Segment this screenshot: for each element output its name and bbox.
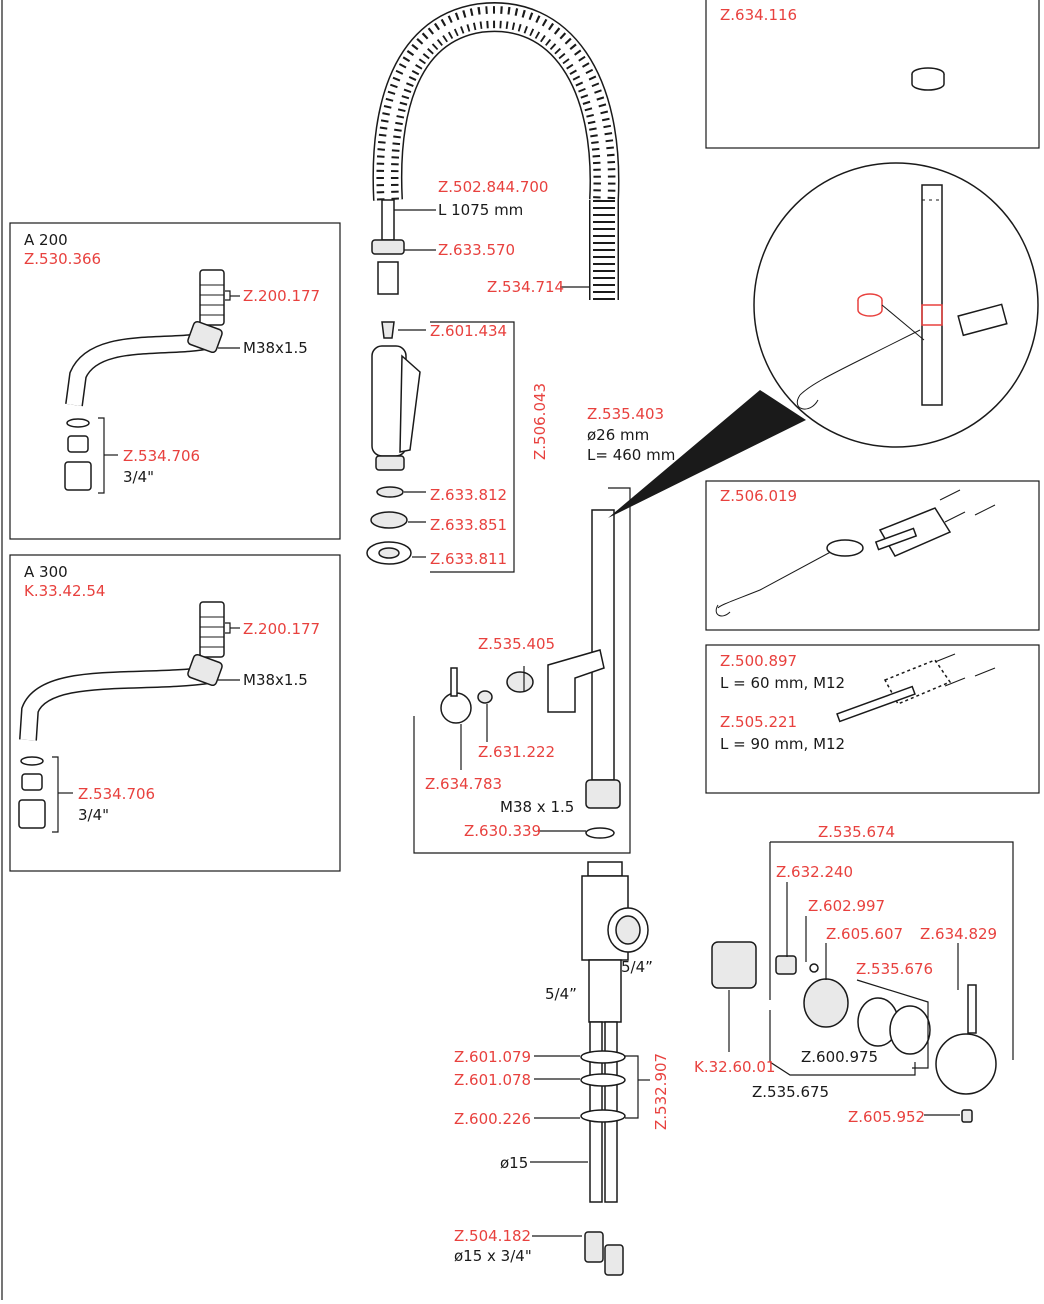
- label-k326001: K.32.60.01: [694, 1058, 775, 1076]
- label-m38-b: M38x1.5: [243, 671, 308, 689]
- label-z634116: Z.634.116: [720, 6, 797, 24]
- label-k334254: K.33.42.54: [24, 582, 105, 600]
- label-z535405: Z.535.405: [478, 635, 555, 653]
- box-a200: [9, 222, 341, 540]
- label-m38-c: M38 x 1.5: [500, 798, 574, 816]
- label-z601078: Z.601.078: [454, 1071, 531, 1089]
- label-l60: L = 60 mm, M12: [720, 674, 845, 692]
- box-a300: [9, 554, 341, 872]
- bracket-z506019: [715, 489, 996, 617]
- label-z535674: Z.535.674: [818, 823, 895, 841]
- label-z601434: Z.601.434: [430, 322, 507, 340]
- label-dim34-b: 3/4": [78, 806, 109, 824]
- spring-hose: [371, 2, 620, 300]
- label-z602997: Z.602.997: [808, 897, 885, 915]
- label-z505221: Z.505.221: [720, 713, 797, 731]
- box-z506019: [705, 480, 1040, 631]
- label-z633812: Z.633.812: [430, 486, 507, 504]
- labels: Z.634.116 Z.502.844.700 L 1075 mm Z.633.…: [24, 6, 997, 1265]
- spray-handle: [366, 321, 421, 565]
- box-z634116: [705, 0, 1040, 149]
- label-d26: ø26 mm: [587, 426, 649, 444]
- hose-nut: [371, 239, 405, 255]
- label-z633811: Z.633.811: [430, 550, 507, 568]
- hose-end: [381, 199, 395, 241]
- detail-magnifier: [608, 162, 1039, 518]
- label-a200: A 200: [24, 231, 68, 249]
- box-valve-group: [413, 487, 631, 854]
- label-z535403: Z.535.403: [587, 405, 664, 423]
- label-dim34-a: 3/4": [123, 468, 154, 486]
- label-z634783: Z.634.783: [425, 775, 502, 793]
- label-z535675: Z.535.675: [752, 1083, 829, 1101]
- spout-a200: [64, 269, 225, 491]
- label-z634829: Z.634.829: [920, 925, 997, 943]
- label-z600226: Z.600.226: [454, 1110, 531, 1128]
- cartridge-group: [711, 941, 997, 1123]
- label-l460: L= 460 mm: [587, 446, 675, 464]
- label-z506019: Z.506.019: [720, 487, 797, 505]
- label-d54-a: 5/4”: [621, 958, 653, 976]
- label-z605607: Z.605.607: [826, 925, 903, 943]
- label-z506043: Z.506.043: [531, 383, 549, 460]
- label-z535676: Z.535.676: [856, 960, 933, 978]
- label-z530366: Z.530.366: [24, 250, 101, 268]
- vertical-tube: [585, 509, 621, 839]
- label-z200177-a: Z.200.177: [243, 287, 320, 305]
- label-z504182: Z.504.182: [454, 1227, 531, 1245]
- label-z502844700: Z.502.844.700: [438, 178, 548, 196]
- label-d54-b: 5/4”: [545, 985, 577, 1003]
- label-m38-a: M38x1.5: [243, 339, 308, 357]
- label-z200177-b: Z.200.177: [243, 620, 320, 638]
- label-z633570: Z.633.570: [438, 241, 515, 259]
- label-l90: L = 90 mm, M12: [720, 735, 845, 753]
- label-d15x34: ø15 x 3/4": [454, 1247, 532, 1265]
- label-z632240: Z.632.240: [776, 863, 853, 881]
- leader-lines: [52, 209, 1014, 1237]
- label-z630339: Z.630.339: [464, 822, 541, 840]
- label-l1075: L 1075 mm: [438, 201, 523, 219]
- hose-connector: [377, 261, 399, 295]
- tee-body: [580, 861, 649, 1276]
- label-z605952: Z.605.952: [848, 1108, 925, 1126]
- box-z500897: [705, 644, 1040, 794]
- label-z532907: Z.532.907: [652, 1053, 670, 1130]
- label-z633851: Z.633.851: [430, 516, 507, 534]
- spout-a300: [18, 601, 225, 829]
- bracket-z500897: [836, 653, 996, 723]
- label-z534706-b: Z.534.706: [78, 785, 155, 803]
- label-z500897: Z.500.897: [720, 652, 797, 670]
- label-d15: ø15: [500, 1154, 528, 1172]
- label-z534714: Z.534.714: [487, 278, 564, 296]
- label-z601079: Z.601.079: [454, 1048, 531, 1066]
- ring-z634116: [911, 67, 945, 91]
- label-z534706-a: Z.534.706: [123, 447, 200, 465]
- label-z631222: Z.631.222: [478, 743, 555, 761]
- label-z600975: Z.600.975: [801, 1048, 878, 1066]
- valve-group: [440, 649, 605, 724]
- label-a300: A 300: [24, 563, 68, 581]
